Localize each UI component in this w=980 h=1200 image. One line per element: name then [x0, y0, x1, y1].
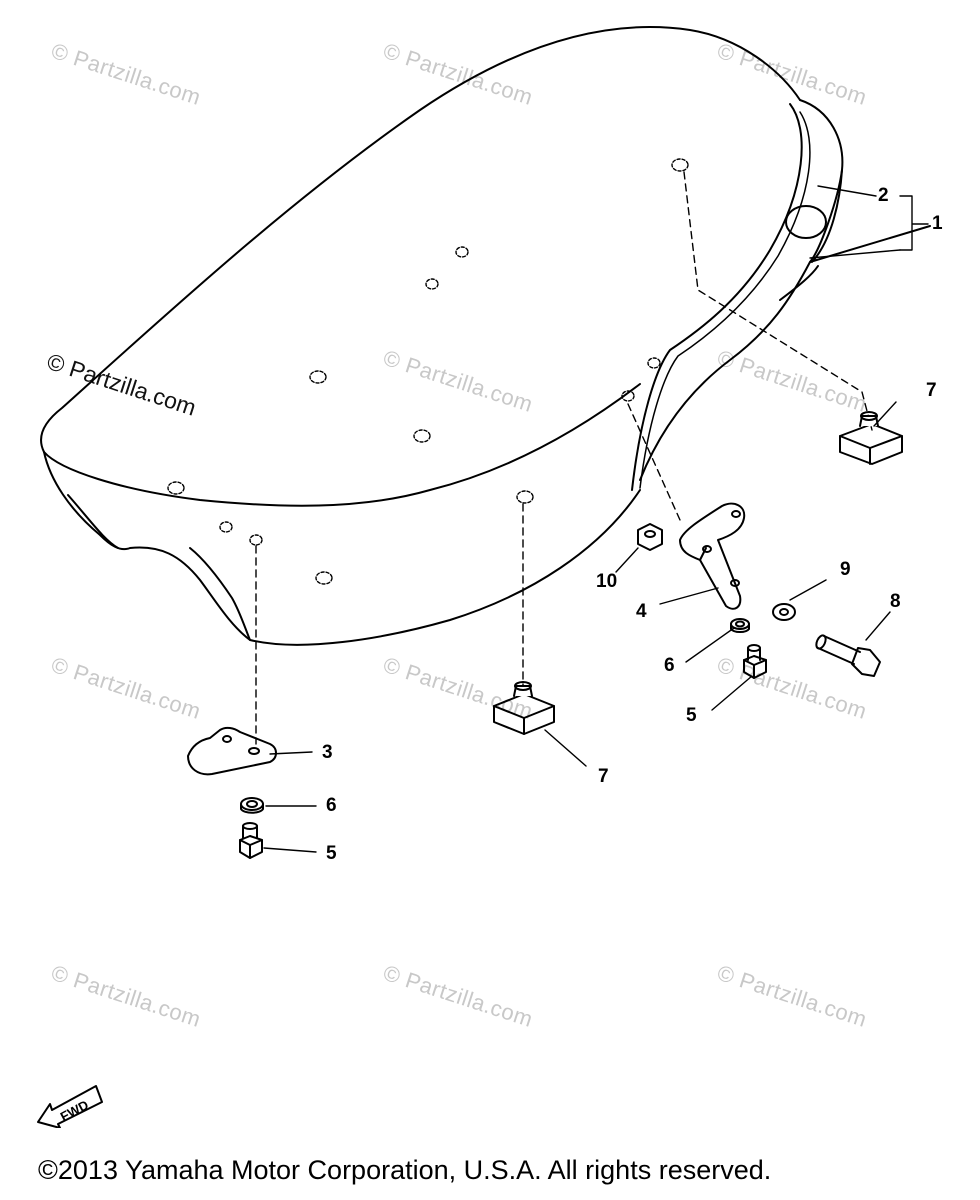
seat-hole [315, 571, 333, 585]
part-7-clip-center [493, 681, 555, 735]
part-4-bracket [679, 502, 746, 610]
callout-9: 9 [840, 559, 851, 580]
seat-piping [631, 103, 803, 491]
callout-3: 3 [322, 742, 333, 763]
seat-piping-inner [639, 111, 811, 489]
seat-hole [671, 158, 689, 172]
callout-6-right: 6 [664, 655, 675, 676]
callout-7-center: 7 [598, 766, 609, 787]
seat-hole [647, 357, 661, 369]
fwd-label: FWD [58, 1097, 91, 1124]
leader-lines [263, 185, 929, 853]
callout-4: 4 [636, 601, 647, 622]
seat-hole [309, 370, 327, 384]
dashed-guides [255, 171, 873, 745]
seat-hole [621, 390, 635, 402]
seat-holes [167, 158, 689, 585]
seat-hook [785, 205, 827, 239]
fwd-arrow-icon: FWD [37, 1085, 103, 1128]
copyright-footer: ©2013 Yamaha Motor Corporation, U.S.A. A… [38, 1155, 772, 1185]
seat-hole [413, 429, 431, 443]
part-10-nut [637, 523, 663, 551]
part-7-clip-right [839, 411, 903, 465]
callout-1: 1 [932, 213, 943, 234]
callout-10: 10 [596, 571, 618, 592]
seat-right-edge [639, 99, 844, 481]
seat-skirt-inner [67, 494, 119, 549]
callout-5-right: 5 [686, 705, 697, 726]
callout-8: 8 [890, 591, 901, 612]
seat-assembly [40, 26, 931, 646]
part-6-washer-left [240, 797, 264, 814]
seat-bottom-edge [43, 383, 641, 507]
seat-top-outline [40, 26, 801, 453]
seat-hole [167, 481, 185, 495]
seat-bottom-line [189, 547, 251, 641]
seat-hole [455, 246, 469, 258]
seat-hole [425, 278, 439, 290]
seat-skirt [43, 451, 641, 646]
seat-hole [219, 521, 233, 533]
part-3-bracket [187, 726, 277, 776]
seat-rear-lower [779, 265, 819, 301]
part-5-bolt-left [239, 822, 263, 859]
callout-6-left: 6 [326, 795, 337, 816]
callout-2: 2 [878, 185, 889, 206]
seat-hole [249, 534, 263, 546]
callout-5-left: 5 [326, 843, 337, 864]
part-8-bolt [815, 634, 881, 677]
callout-7-right: 7 [926, 380, 937, 401]
part-5-bolt-right [743, 644, 767, 679]
part-6-washer-right [730, 618, 750, 633]
part-9-washer [772, 603, 796, 621]
seat-hole [516, 490, 534, 504]
